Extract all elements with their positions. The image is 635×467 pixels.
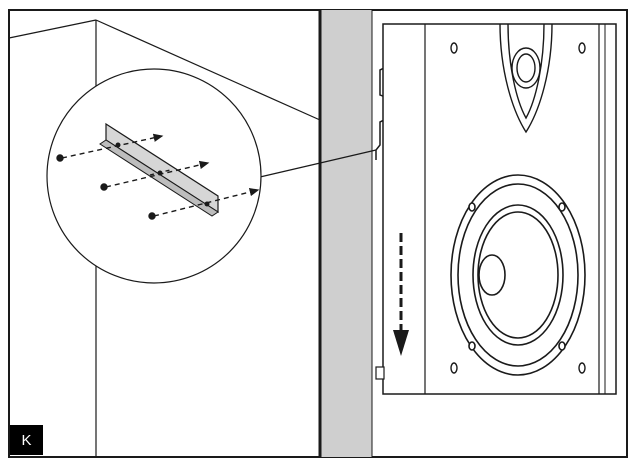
screw-hole xyxy=(578,42,586,54)
screw-icon xyxy=(148,187,260,220)
screw-hole xyxy=(450,42,458,54)
step-label: K xyxy=(21,431,32,449)
tweeter xyxy=(499,23,553,134)
step-label-badge: K xyxy=(10,425,43,455)
speaker-cabinet xyxy=(375,23,617,395)
screw-icon xyxy=(149,169,171,176)
woofer xyxy=(450,174,586,376)
arrow-down-icon xyxy=(393,233,409,356)
screw-hole xyxy=(578,362,586,374)
cabinet-top-edge-left xyxy=(8,19,97,39)
callout-leader-line xyxy=(259,149,377,178)
wall-section xyxy=(320,10,372,457)
screw-icon xyxy=(56,133,164,162)
screw-group xyxy=(56,133,260,220)
detail-callout xyxy=(46,68,262,284)
cabinet-top-edge-right xyxy=(95,19,321,121)
speaker-body xyxy=(382,23,617,395)
screw-icon xyxy=(100,160,210,191)
speaker-foot-tab xyxy=(375,366,385,380)
screw-hole xyxy=(450,362,458,374)
